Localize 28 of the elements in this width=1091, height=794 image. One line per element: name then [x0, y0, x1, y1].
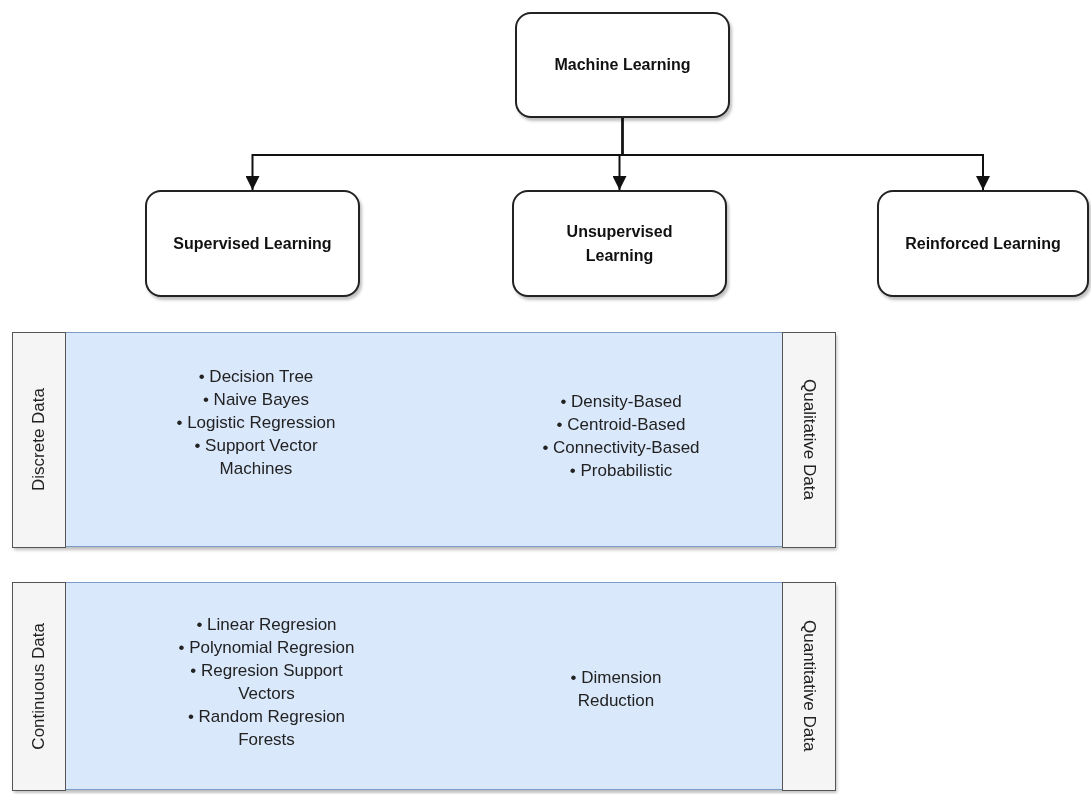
- rounded-box: [512, 190, 727, 297]
- list-item: • Logistic Regression: [176, 412, 336, 434]
- list-item: • Naive Bayes: [201, 389, 311, 411]
- band-header: Continuous Data: [11, 581, 66, 791]
- list-item: • Connectivity-Based: [541, 437, 701, 459]
- list-item: • Regresion Support Vectors: [189, 660, 344, 705]
- list-item: • Density-Based: [559, 391, 683, 413]
- list-item: • Probabilistic: [568, 460, 674, 482]
- data-band: [12, 582, 835, 790]
- list-item: • Random Regresion Forests: [186, 706, 347, 751]
- band-header: Quantitative Data: [781, 581, 836, 791]
- list-item: • Polynomial Regresion: [177, 637, 356, 659]
- list-item: • Linear Regresion: [195, 614, 338, 636]
- rounded-box: [877, 190, 1089, 297]
- arrow: [621, 117, 990, 191]
- rounded-box: [145, 190, 360, 297]
- list-item: • Centroid-Based: [555, 414, 687, 436]
- data-band: [12, 332, 835, 547]
- band-header: Discrete Data: [11, 331, 66, 548]
- box-label: Reinforced Learning: [904, 233, 1062, 254]
- band-header: Qualitative Data: [781, 331, 836, 548]
- box-label: Unsupervised Learning: [565, 221, 674, 266]
- list-item: • Decision Tree: [197, 366, 315, 388]
- box-label: Machine Learning: [553, 55, 692, 75]
- list-item: • Dimension Reduction: [569, 667, 663, 712]
- list-item: • Support Vector Machines: [193, 435, 319, 480]
- rounded-box: [515, 12, 730, 118]
- box-label: Supervised Learning: [172, 233, 333, 254]
